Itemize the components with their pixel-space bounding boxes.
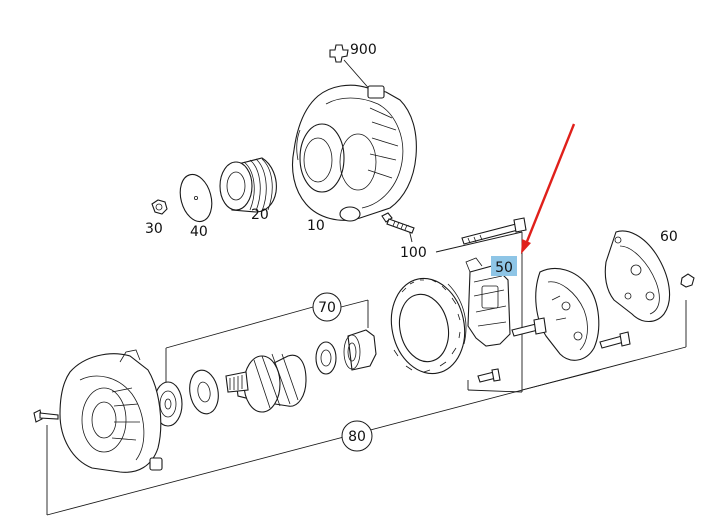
callout-80[interactable]: 80 bbox=[341, 420, 373, 452]
star-marker-icon bbox=[329, 44, 349, 63]
callout-900[interactable]: 900 bbox=[350, 42, 377, 58]
leader-lines bbox=[46, 59, 687, 516]
callout-100[interactable]: 100 bbox=[400, 245, 427, 261]
part-70-bearing-set[interactable] bbox=[153, 329, 377, 427]
part-100-bolt[interactable] bbox=[381, 212, 415, 234]
part-40-cover-disc[interactable] bbox=[175, 171, 216, 225]
highlight-box bbox=[491, 256, 517, 276]
retaining-plate[interactable] bbox=[186, 368, 221, 416]
callout-20[interactable]: 20 bbox=[251, 207, 269, 223]
callout-70-text: 70 bbox=[318, 300, 336, 316]
part-30-nut[interactable] bbox=[151, 199, 168, 215]
callout-10[interactable]: 10 bbox=[307, 218, 325, 234]
callout-50[interactable]: 50 bbox=[491, 256, 517, 276]
arrow-shaft bbox=[524, 123, 576, 245]
part-20-pulley[interactable] bbox=[219, 157, 277, 213]
arrow-head-icon bbox=[521, 239, 531, 254]
through-bolt[interactable] bbox=[33, 409, 59, 423]
drive-end-housing[interactable] bbox=[59, 349, 163, 473]
part-900-marker[interactable] bbox=[329, 44, 349, 63]
callout-50-text: 50 bbox=[495, 260, 513, 276]
callout-labels: 900 10 20 30 40 100 60 70 80 50 bbox=[145, 42, 678, 452]
part-10-alternator-housing[interactable] bbox=[291, 84, 417, 222]
callout-30[interactable]: 30 bbox=[145, 221, 163, 237]
part-50-voltage-regulator[interactable] bbox=[461, 217, 547, 383]
callout-70[interactable]: 70 bbox=[312, 292, 342, 322]
callout-80-text: 80 bbox=[348, 429, 366, 445]
callout-60[interactable]: 60 bbox=[660, 229, 678, 245]
red-pointer-arrow bbox=[521, 123, 576, 254]
rotor[interactable] bbox=[225, 353, 307, 413]
rectifier-assembly[interactable] bbox=[535, 268, 631, 361]
callout-40[interactable]: 40 bbox=[190, 224, 208, 240]
stator[interactable] bbox=[383, 272, 473, 381]
part-60-rear-cover[interactable] bbox=[604, 230, 695, 323]
